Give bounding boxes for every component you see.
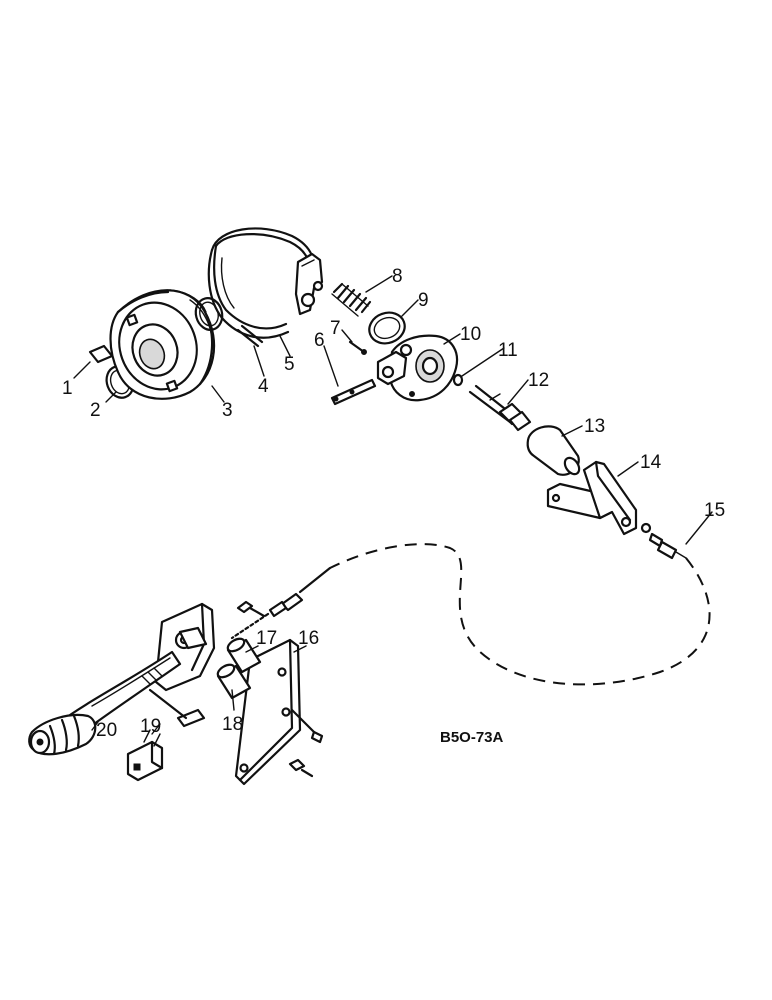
part-20-handbrake-lever (28, 602, 216, 756)
callout-5: 5 (284, 354, 295, 375)
callout-10: 10 (460, 324, 481, 345)
part-13-sleeve (526, 425, 581, 476)
part-1-key (88, 344, 114, 364)
bolts (236, 600, 314, 778)
cable-end-lever-side (230, 566, 332, 640)
callout-3: 3 (222, 400, 233, 421)
callout-7: 7 (330, 318, 341, 339)
callout-13: 13 (584, 416, 605, 437)
part-16-mounting-plate (234, 638, 324, 786)
drawing-code: B5O-73A (440, 729, 504, 746)
callout-17: 17 (256, 628, 277, 649)
callout-18: 18 (222, 714, 243, 735)
part-18-bushing (216, 663, 252, 700)
callout-14: 14 (640, 452, 662, 473)
callout-12: 12 (528, 370, 549, 391)
callout-19: 19 (140, 716, 161, 737)
part-9-o-ring (368, 311, 406, 345)
callout-labels: 1 2 3 4 5 6 7 8 9 10 11 12 13 14 15 16 1… (62, 266, 725, 741)
leader-lines (73, 275, 713, 735)
callout-8: 8 (392, 266, 403, 287)
part-6-long-pin (330, 378, 377, 406)
callout-1: 1 (62, 378, 73, 399)
part-12-shaft (468, 384, 532, 432)
callout-9: 9 (418, 290, 429, 311)
part-5-brake-band (207, 227, 324, 339)
part-17-bushing (226, 637, 262, 674)
callout-11: 11 (498, 340, 518, 361)
part-14-bracket (546, 460, 638, 536)
part-15-cable-fitting (640, 522, 687, 560)
callout-16: 16 (298, 628, 319, 649)
callout-20: 20 (96, 720, 117, 741)
part-11-washer (452, 373, 464, 387)
cable-routing-path (329, 543, 711, 686)
callout-15: 15 (704, 500, 725, 521)
part-19-clevis (126, 708, 206, 782)
part-7-small-pin (348, 340, 367, 355)
part-3-brake-drum (109, 289, 216, 400)
part-8-spring (331, 282, 372, 317)
callout-6: 6 (314, 330, 325, 351)
callout-4: 4 (258, 376, 269, 397)
callout-2: 2 (90, 400, 101, 421)
part-10-cam-lever (376, 334, 459, 402)
